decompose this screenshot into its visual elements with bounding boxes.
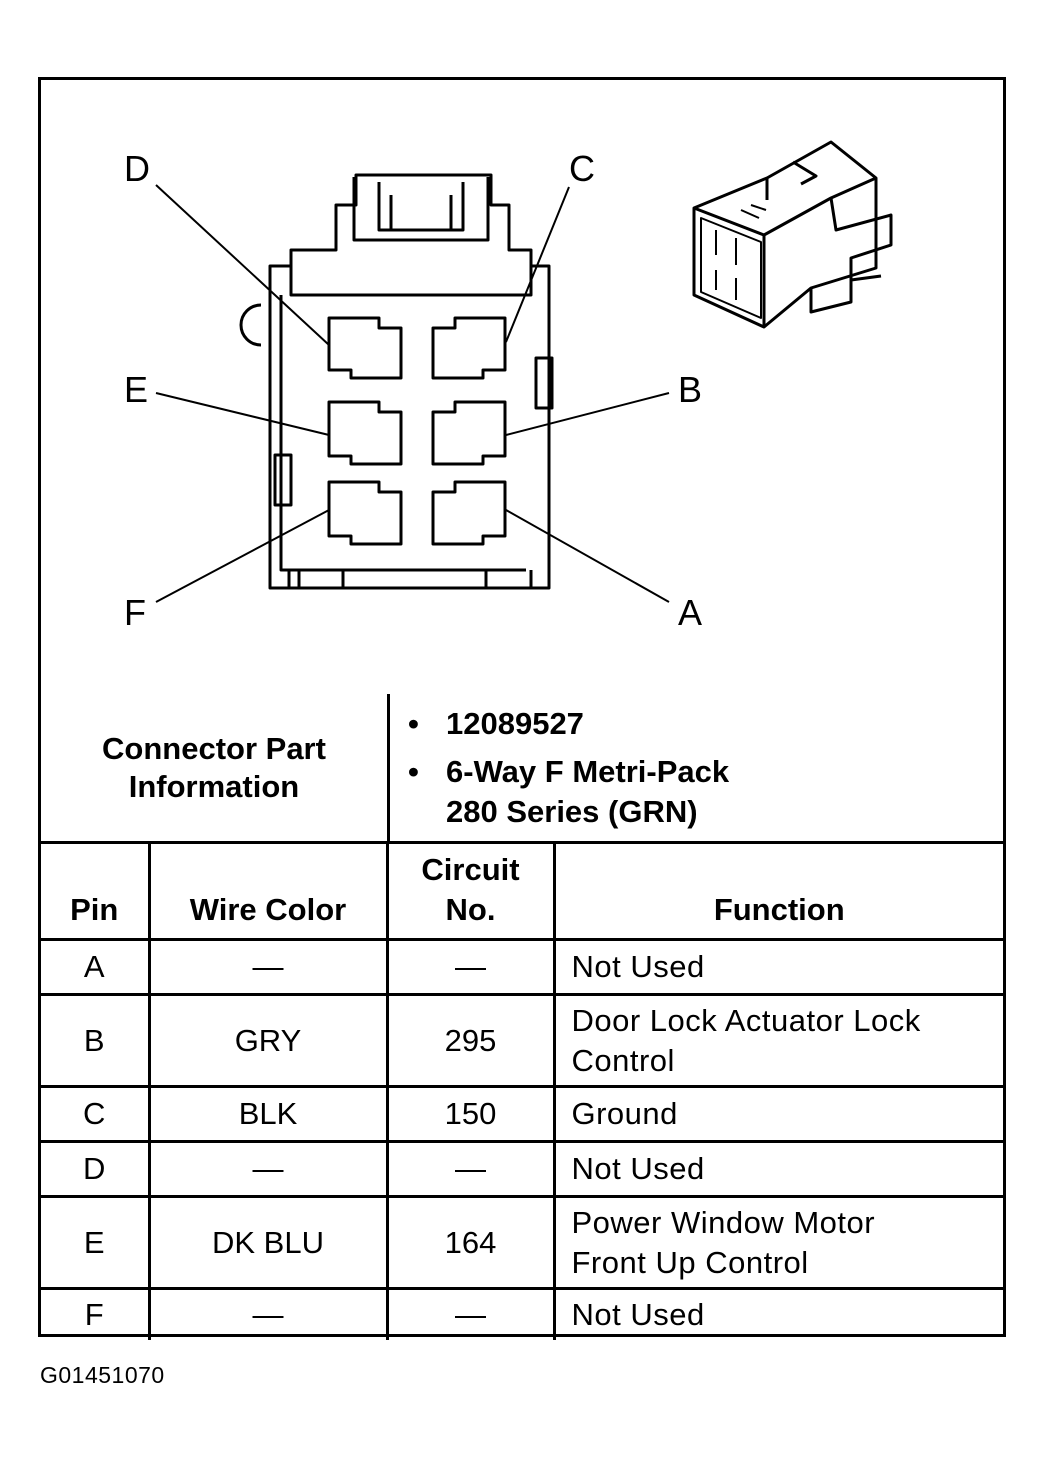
bullet-icon: • — [408, 753, 419, 789]
connector-description-line1: 6-Way F Metri-Pack — [446, 753, 730, 789]
cell-wire-color: — — [147, 938, 389, 996]
cell-function: Door Lock Actuator Lock Control — [552, 993, 1003, 1088]
connector-face-drawing — [155, 140, 893, 603]
cell-function: Not Used — [552, 1140, 1003, 1198]
cell-function: Not Used — [552, 1287, 1003, 1340]
cell-pin: A — [41, 938, 151, 996]
cell-circuit: — — [385, 1287, 556, 1340]
header-circuit-line1: Circuit — [421, 852, 520, 887]
cell-function: Power Window Motor Front Up Control — [552, 1195, 1003, 1290]
figure-code: G01451070 — [40, 1362, 165, 1388]
cell-wire-color: — — [147, 1140, 389, 1198]
cell-wire-color: — — [147, 1287, 389, 1340]
function-line1: Not Used — [571, 949, 705, 984]
function-line2: Control — [571, 1042, 675, 1078]
cell-circuit: 164 — [385, 1195, 556, 1290]
cell-pin: C — [41, 1085, 151, 1143]
cell-circuit: — — [385, 1140, 556, 1198]
table-row: A — — Not Used — [41, 938, 1003, 996]
table-row: C BLK 150 Ground — [41, 1085, 1003, 1143]
leader-lines — [155, 184, 670, 603]
connector-description-line2: 280 Series (GRN) — [446, 793, 698, 829]
function-line1: Ground — [571, 1096, 678, 1131]
table-row: B GRY 295 Door Lock Actuator Lock Contro… — [41, 993, 1003, 1088]
connector-part-info-values: • 12089527 • 6-Way F Metri-Pack 280 Seri… — [387, 694, 1003, 841]
bullet-icon: • — [408, 705, 419, 741]
cell-wire-color: BLK — [147, 1085, 389, 1143]
cell-pin: D — [41, 1140, 151, 1198]
table-row: F — — Not Used — [41, 1287, 1003, 1340]
header-function: Function — [552, 841, 1003, 941]
pin-label-c: C — [569, 148, 595, 189]
header-wire-color: Wire Color — [147, 841, 389, 941]
info-label-line1: Connector Part — [102, 730, 326, 766]
cell-pin: B — [41, 993, 151, 1088]
cell-wire-color: GRY — [147, 993, 389, 1088]
cavity-b — [431, 400, 507, 466]
pin-label-b: B — [678, 369, 703, 410]
cavity-d — [327, 316, 403, 380]
pin-cavities — [327, 316, 507, 546]
description-line: • 6-Way F Metri-Pack — [408, 752, 1003, 792]
pin-assignment-table: Pin Wire Color Circuit No. Function A — … — [41, 841, 1003, 1340]
header-pin: Pin — [41, 841, 151, 941]
cell-function: Not Used — [552, 938, 1003, 996]
header-circuit-line2: No. — [445, 892, 496, 927]
function-line1: Not Used — [571, 1151, 705, 1186]
pin-label-a: A — [678, 592, 703, 633]
cavity-f — [327, 480, 403, 546]
pin-label-e: E — [124, 369, 149, 410]
connector-body — [239, 173, 554, 590]
header-circuit-no: Circuit No. — [385, 841, 556, 941]
cell-circuit: 150 — [385, 1085, 556, 1143]
table-row: D — — Not Used — [41, 1140, 1003, 1198]
cell-function: Ground — [552, 1085, 1003, 1143]
cavity-a — [431, 480, 507, 546]
cell-wire-color: DK BLU — [147, 1195, 389, 1290]
cell-circuit: — — [385, 938, 556, 996]
pin-label-f: F — [124, 592, 146, 633]
connector-part-info-label: Connector Part Information — [41, 694, 390, 841]
info-label-line2: Information — [128, 768, 300, 804]
cavity-c — [431, 316, 507, 380]
pin-label-d: D — [124, 148, 150, 189]
table-row: E DK BLU 164 Power Window Motor Front Up… — [41, 1195, 1003, 1290]
cell-circuit: 295 — [385, 993, 556, 1088]
part-number: 12089527 — [446, 705, 584, 741]
cell-pin: E — [41, 1195, 151, 1290]
cavity-e — [327, 400, 403, 466]
connector-figure-frame: D C E B F A Connector Part Information •… — [38, 77, 1006, 1340]
table-header-row: Pin Wire Color Circuit No. Function — [41, 841, 1003, 941]
function-line1: Not Used — [571, 1296, 705, 1332]
connector-part-info-table: Connector Part Information • 12089527 • … — [41, 694, 1003, 841]
connector-diagram: D C E B F A — [41, 80, 1003, 694]
connector-3d-illustration — [692, 140, 893, 329]
cell-pin: F — [41, 1287, 151, 1340]
function-line2: Front Up Control — [571, 1244, 809, 1280]
part-number-line: • 12089527 — [408, 704, 1003, 744]
function-line1: Power Window Motor — [571, 1204, 876, 1240]
function-line1: Door Lock Actuator Lock — [571, 1002, 921, 1038]
